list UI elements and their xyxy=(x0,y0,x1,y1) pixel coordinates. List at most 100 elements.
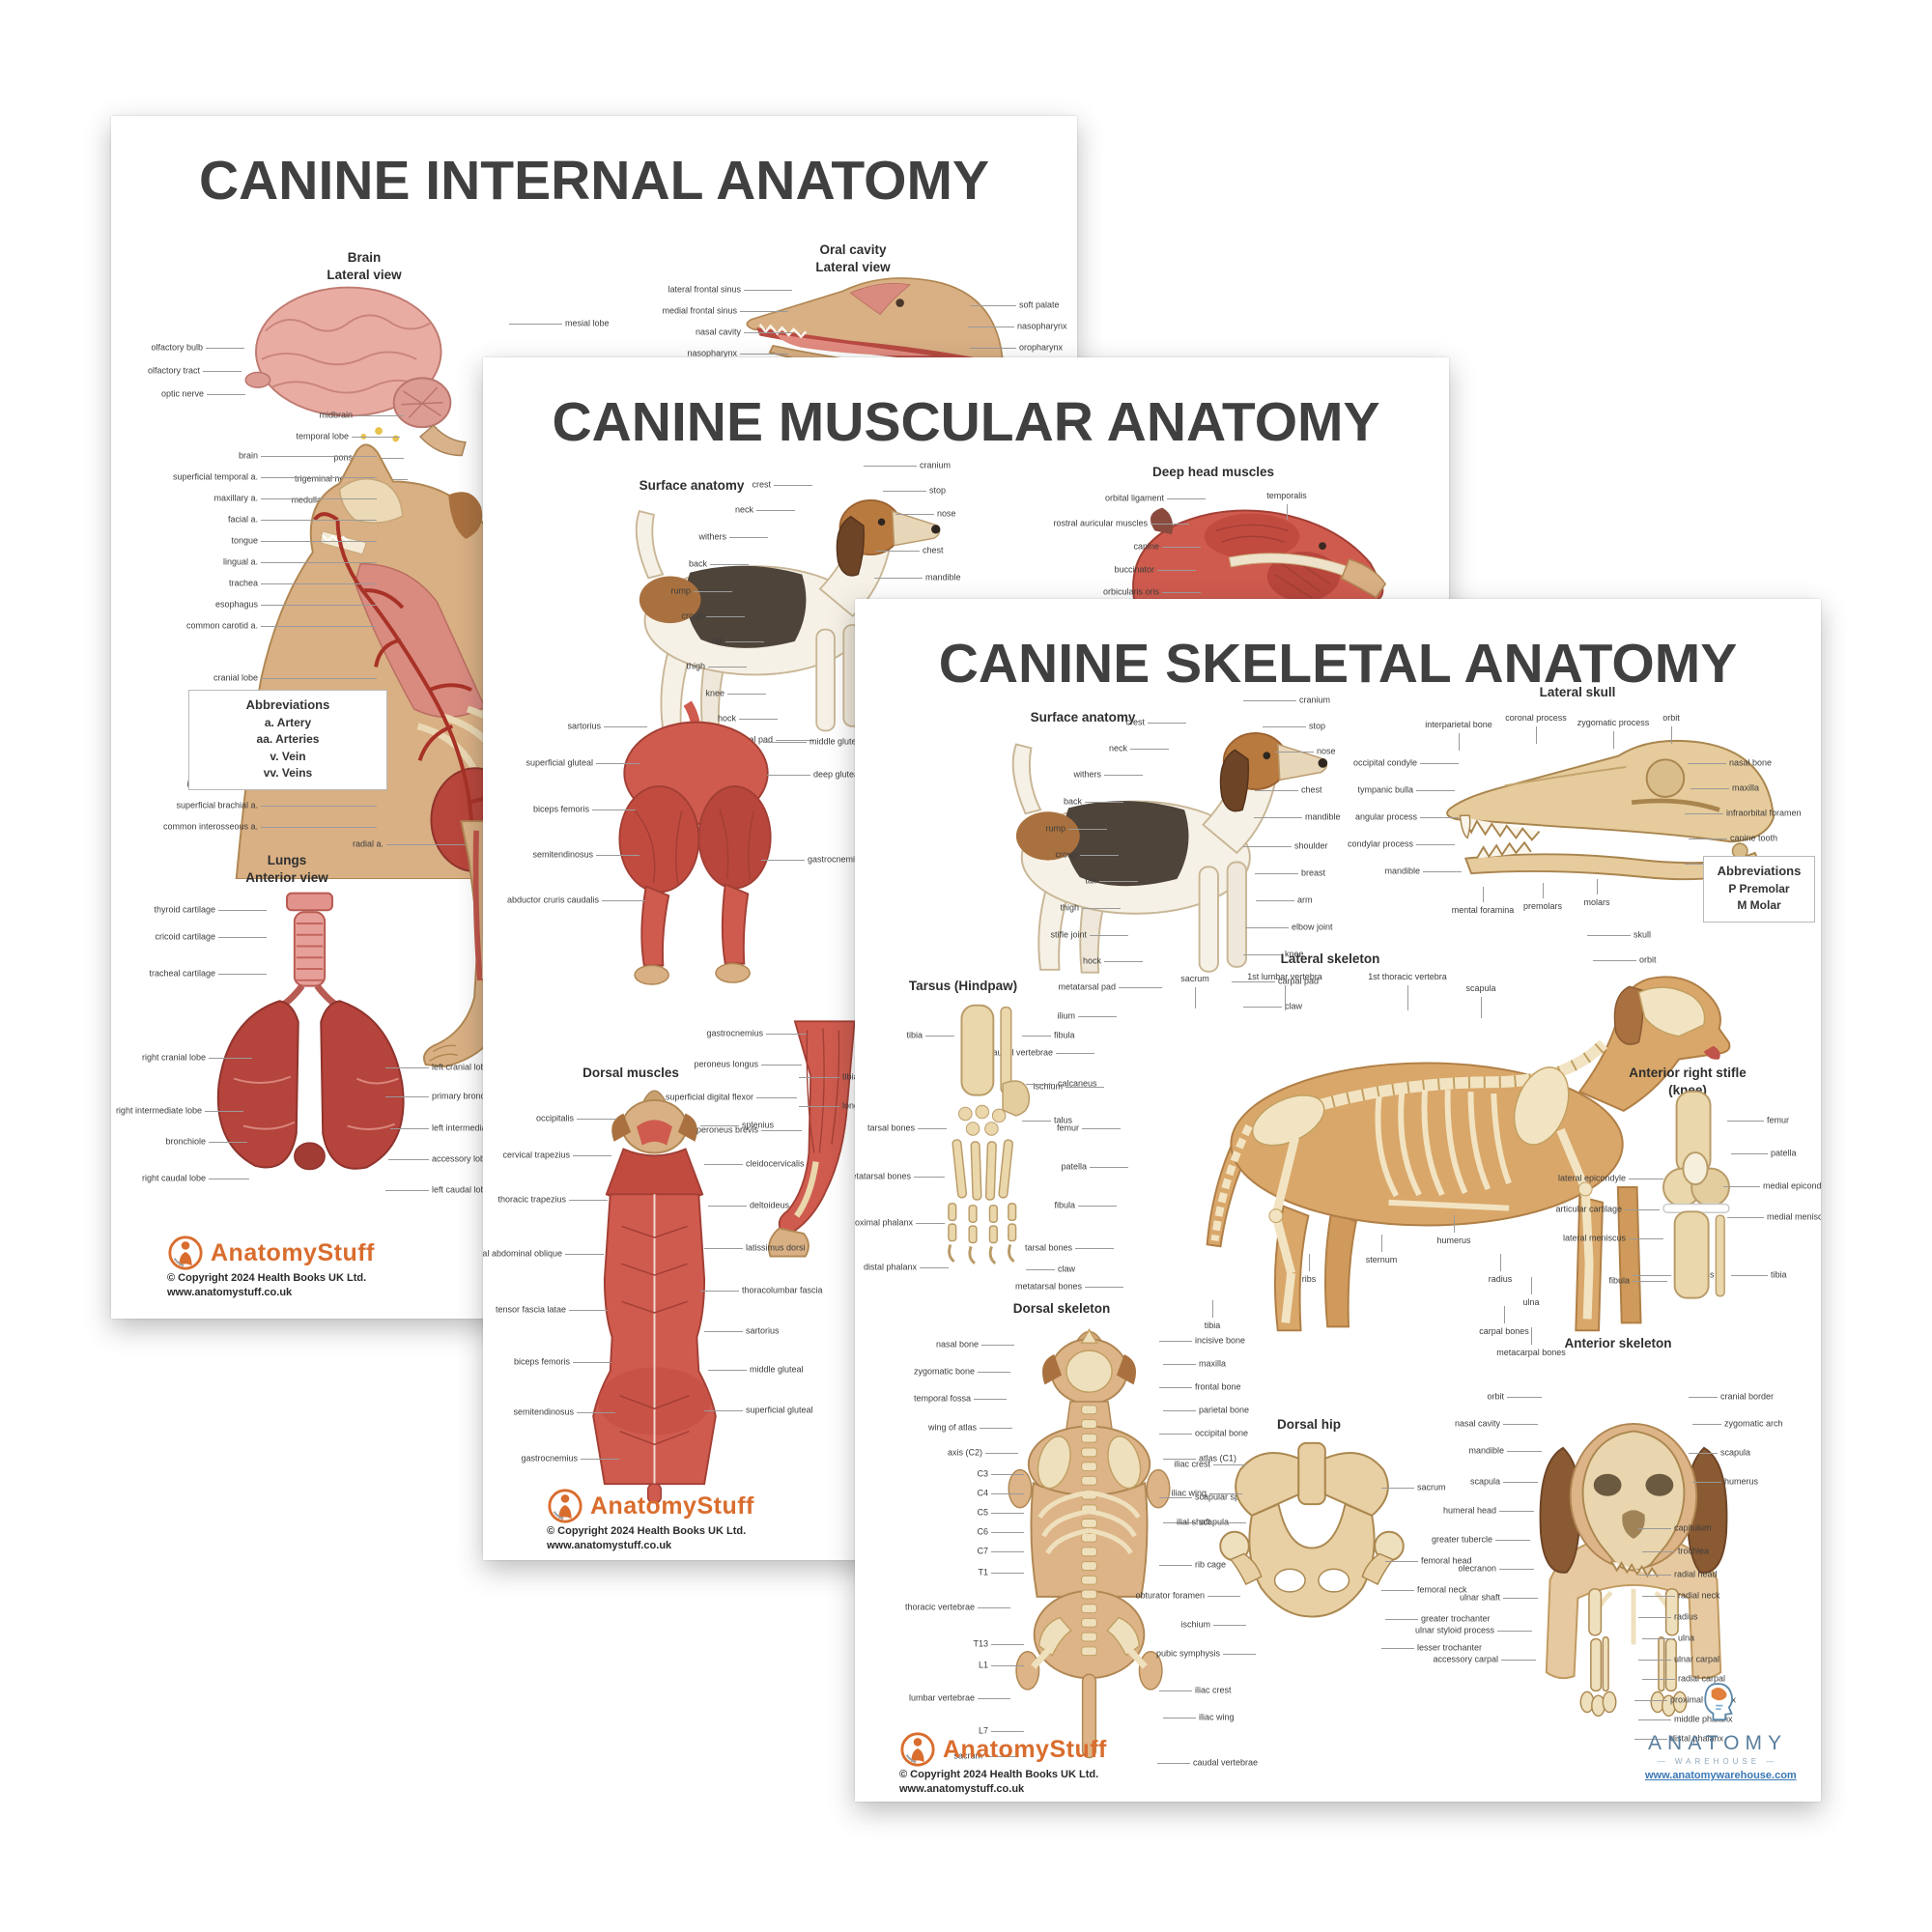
anatomy-label: accessory lobe xyxy=(432,1153,491,1164)
figure-heading-dorsal-hip: Dorsal hip xyxy=(1276,1417,1342,1432)
abbreviations-title: Abbreviations xyxy=(1717,864,1802,878)
anatomy-label: greater tubercle xyxy=(1431,1534,1492,1545)
anatomy-label: mesial lobe xyxy=(565,318,610,328)
anatomy-label: gastrocnemius xyxy=(706,1028,763,1038)
figure-heading-anterior-skeleton: Anterior skeleton xyxy=(1564,1336,1672,1350)
anatomy-label: humeral head xyxy=(1442,1505,1496,1516)
anatomy-label: mental foramina xyxy=(1451,905,1515,915)
anatomy-label: olecranon xyxy=(1458,1563,1496,1574)
figure-heading-dorsal-skeleton: Dorsal skeleton xyxy=(1012,1301,1111,1316)
abbreviation-item: v. Vein xyxy=(270,749,306,763)
anatomy-label: left caudal lobe xyxy=(432,1184,491,1195)
figure-heading-brain: Brain Lateral view xyxy=(327,250,402,282)
label-leader-line xyxy=(203,371,242,372)
anatomystuff-icon xyxy=(548,1489,582,1523)
anatomy-label: deep gluteal xyxy=(813,769,862,780)
abbreviation-item: aa. Arteries xyxy=(256,732,320,747)
poster-title-skeletal: CANINE SKELETAL ANATOMY xyxy=(938,633,1738,695)
poster-title-internal: CANINE INTERNAL ANATOMY xyxy=(198,150,990,212)
anatomy-label: biceps femoris xyxy=(513,1356,570,1367)
anatomy-label: biceps femoris xyxy=(532,804,589,814)
figure-heading-lungs: Lungs Anterior view xyxy=(245,853,328,885)
poster-title-muscular: CANINE MUSCULAR ANATOMY xyxy=(552,391,1380,453)
anatomy-label: peroneus longus xyxy=(694,1059,758,1069)
lower-hindleg-muscles-illustration xyxy=(768,1020,856,1258)
figure-heading-surface-anatomy: Surface anatomy xyxy=(1030,710,1136,724)
anatomy-label: tensor fascia latae xyxy=(495,1304,566,1315)
anatomy-label: ulnar styloid process xyxy=(1414,1625,1494,1635)
anatomy-label: superficial gluteal xyxy=(746,1405,813,1415)
anatomy-label: lesser trochanter xyxy=(1417,1642,1483,1653)
abbreviations-list: a. Artery aa. Arteries v. Vein vv. Veins xyxy=(193,715,383,782)
label-leader-line xyxy=(509,324,562,325)
anatomy-label: middle gluteal xyxy=(750,1364,804,1375)
anatomystuff-logo-text: AnatomyStuff xyxy=(211,1238,375,1266)
figure-heading-stifle: Anterior right stifle (knee) xyxy=(1629,1065,1747,1097)
anatomystuff-icon xyxy=(900,1732,935,1767)
copyright-line-2: www.anatomystuff.co.uk xyxy=(899,1783,1025,1796)
anatomy-warehouse-head-icon xyxy=(1704,1683,1733,1721)
anatomy-warehouse-sub: WAREHOUSE xyxy=(1645,1757,1790,1766)
hindquarter-muscles-illustration xyxy=(618,700,772,985)
anatomy-label: nasal cavity xyxy=(1454,1418,1500,1429)
anatomy-label: greater trochanter xyxy=(1421,1613,1491,1624)
anatomy-label: sartorius xyxy=(746,1325,780,1336)
figure-heading-lateral-skull: Lateral skull xyxy=(1539,685,1616,699)
anatomy-label: semitendinosus xyxy=(532,849,593,860)
deep-head-muscles-illustration xyxy=(1132,507,1387,616)
anatomy-label: tarsal bones xyxy=(867,1122,915,1133)
anatomystuff-logo-text: AnatomyStuff xyxy=(590,1492,754,1520)
anatomy-label: metatarsal bones xyxy=(855,1171,911,1181)
anatomy-label: thoracic vertebrae xyxy=(904,1602,975,1612)
anatomy-label: thoracic trapezius xyxy=(497,1194,566,1205)
abbreviation-item: P Premolar xyxy=(1728,882,1790,895)
anatomy-label: superficial gluteal xyxy=(526,757,593,768)
anatomy-label: medial epicondyle xyxy=(1763,1180,1821,1191)
dorsal-muscles-illustration xyxy=(592,1090,717,1504)
anatomy-label: medial meniscus xyxy=(1767,1211,1821,1222)
anatomy-label: olfactory bulb xyxy=(151,342,203,353)
abbreviations-list: P Premolar M Molar xyxy=(1708,881,1810,915)
copyright-line-1: © Copyright 2024 Health Books UK Ltd. xyxy=(547,1525,747,1537)
anatomy-label: femur xyxy=(1767,1115,1790,1125)
dorsal-hip-illustration xyxy=(1219,1441,1405,1618)
anatomy-warehouse-url: www.anatomywarehouse.com xyxy=(1645,1770,1797,1781)
anatomystuff-logo-text: AnatomyStuff xyxy=(943,1735,1107,1763)
poster-canine-skeletal-anatomy: CANINE SKELETAL ANATOMY Surface anatomy … xyxy=(855,599,1821,1802)
brain-illustration xyxy=(244,286,467,457)
copyright-line-1: © Copyright 2024 Health Books UK Ltd. xyxy=(899,1769,1099,1780)
abbreviations-box-skeletal: Abbreviations P Premolar M Molar xyxy=(1703,856,1815,923)
anatomystuff-logo-block: AnatomyStuff © Copyright 2024 Health Boo… xyxy=(899,1731,1107,1798)
abbreviation-item: a. Artery xyxy=(264,716,312,729)
anatomystuff-logo-block: AnatomyStuff © Copyright 2024 Health Boo… xyxy=(167,1235,375,1301)
anatomy-label: temporal fossa xyxy=(913,1393,971,1404)
beagle-surface-anatomy-illustration xyxy=(1011,732,1328,974)
anatomy-label: femoral head xyxy=(1421,1555,1472,1566)
label-leader-line xyxy=(864,466,917,467)
label-leader-line xyxy=(385,1190,429,1191)
label-leader-line xyxy=(1243,700,1296,701)
anatomy-label: wing of atlas xyxy=(927,1422,977,1433)
anatomy-label: optic nerve xyxy=(160,388,204,399)
figure-heading-lateral-skeleton: Lateral skeleton xyxy=(1280,952,1380,966)
figure-heading-surface-anatomy: Surface anatomy xyxy=(639,478,745,493)
anatomy-label: abductor cruris caudalis xyxy=(506,895,599,905)
anatomy-warehouse-name: ANATOMY xyxy=(1648,1732,1787,1754)
anatomy-label: femoral neck xyxy=(1417,1584,1467,1595)
abbreviation-item: vv. Veins xyxy=(263,766,313,781)
figure-heading-deep-head-muscles: Deep head muscles xyxy=(1151,465,1275,479)
anatomy-label: distal phalanx xyxy=(863,1262,917,1272)
anatomy-label: right intermediate lobe xyxy=(115,1105,202,1116)
lateral-skeleton-illustration xyxy=(1206,976,1731,1332)
anatomy-label: patella xyxy=(1771,1148,1797,1158)
abbreviation-item: M Molar xyxy=(1737,898,1781,913)
tarsus-hindpaw-illustration xyxy=(948,1004,1031,1264)
copyright-line-1: © Copyright 2024 Health Books UK Ltd. xyxy=(167,1272,367,1284)
figure-heading-oral-cavity: Oral cavity Lateral view xyxy=(815,242,891,274)
anatomy-warehouse-logo-block: ANATOMY WAREHOUSE www.anatomywarehouse.c… xyxy=(1645,1681,1797,1781)
copyright-line-2: www.anatomystuff.co.uk xyxy=(547,1540,672,1552)
stifle-knee-illustration xyxy=(1662,1090,1730,1299)
anterior-skeleton-illustration xyxy=(1539,1422,1728,1718)
